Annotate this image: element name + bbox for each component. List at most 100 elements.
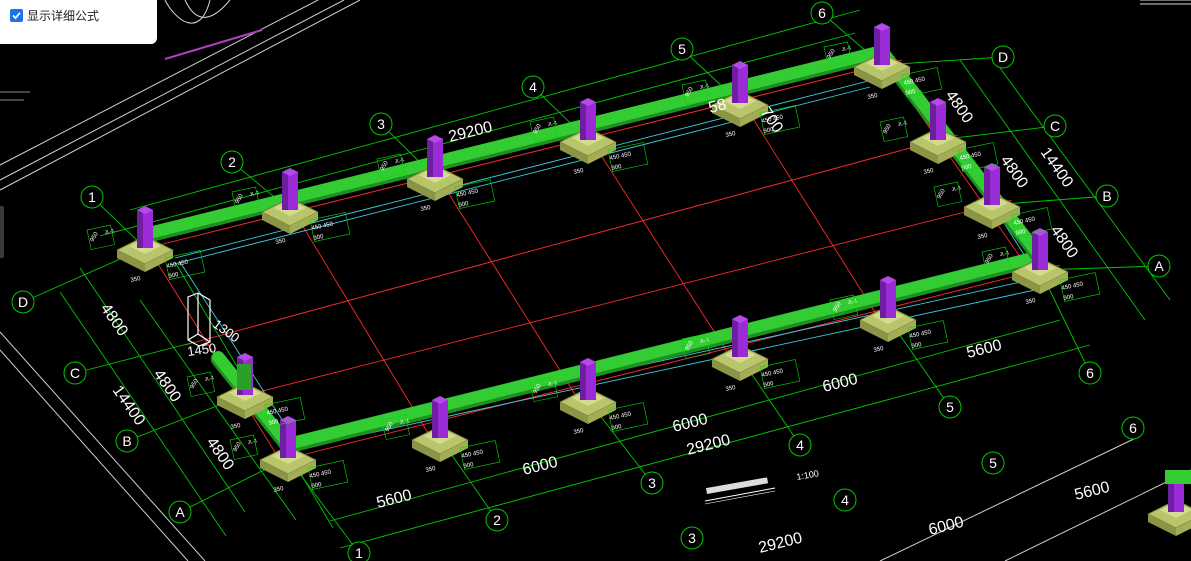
dim-cluster-A6-label-c: 350: [1025, 298, 1037, 306]
dim-cluster-B6-label-c: 350: [977, 233, 989, 241]
dim-cluster-D6-label-c: 350: [867, 93, 879, 101]
dim-cluster-D5-box: [759, 105, 801, 135]
axis-bubble-left-C: C: [63, 361, 87, 385]
footing-C6-column-side: [930, 102, 936, 140]
axis-bubble-bottom-5-text: 5: [946, 399, 954, 415]
footing-D6-left-face: [854, 67, 882, 89]
footing-D2-right-face: [290, 212, 318, 234]
dim-cluster-D4-label-a: 450 450: [609, 151, 632, 162]
footing-D1-column-cap: [137, 206, 153, 214]
row-span-right-3: 4800: [1047, 223, 1081, 262]
dim-cluster-D2-box: [309, 212, 351, 242]
grid-line-col-5: [739, 97, 889, 334]
footing-A2-column-side: [432, 400, 438, 438]
grid-line-row-B: [234, 199, 1013, 399]
scale-label: 1:100: [796, 468, 820, 482]
plan2-span-4-5: 6000: [927, 514, 966, 539]
dim-cluster-A3-side-box: [529, 376, 558, 402]
dimension-chain-side-2: [79, 267, 246, 513]
total-length-top: 29200: [447, 119, 494, 146]
dim-cluster-D2-tag: JL-1: [249, 190, 260, 198]
axis-bubble-right-B: B: [1095, 184, 1119, 208]
row-span-left-1: 4800: [97, 301, 131, 340]
axis-bubble-bottom-1-text: 1: [355, 545, 363, 561]
total-width-right: 14400: [1037, 145, 1077, 191]
footing-C6-column-cap: [930, 98, 946, 106]
dim-cluster-D2-side-box: [231, 186, 260, 212]
axis-bubble-left-B: B: [115, 429, 139, 453]
dim-cluster-D6-side-box: [823, 41, 852, 67]
axis-bubble-top-4-text: 4: [529, 79, 537, 95]
axis-bubble-plan2-5-text: 5: [989, 455, 997, 471]
beam-plan2-stub: [1165, 470, 1191, 484]
dimension-chain-side-3: [59, 291, 227, 537]
row-span-right-2: 4800: [997, 153, 1031, 192]
axis-bubble-plan2-3-circle: [680, 526, 704, 550]
dim-cluster-D1-tag: JL-1: [104, 228, 115, 236]
dim-cluster-A3-label-a: 450 450: [609, 411, 632, 422]
footing-plan2-corner-left-face: [1148, 514, 1176, 536]
axis-bubble-left-B-circle: [115, 429, 139, 453]
dim-cluster-D2-label-d: 950: [235, 193, 246, 205]
dim-cluster-A1-box: [307, 460, 349, 490]
axis-bubble-left-D-text: D: [18, 294, 28, 310]
checkbox-checked-icon[interactable]: [10, 8, 23, 22]
dim-cluster-A2-label-c: 350: [425, 466, 437, 474]
dim-cluster-A4-label-a: 450 450: [761, 368, 784, 379]
dim-cluster-A4-box: [759, 359, 801, 389]
top-sketch: [0, 0, 1191, 101]
axis-bubble-plan2-5: 5: [981, 451, 1005, 475]
dim-cluster-D1-label-a: 450 450: [166, 259, 189, 270]
dim-cluster-C6-label-c: 350: [923, 168, 935, 176]
dim-cluster-A3-label-c: 350: [573, 428, 585, 436]
footing-A4: [711, 315, 769, 381]
row-span-right-1: 4800: [942, 88, 976, 127]
dim-cluster-D6-label-d: 950: [827, 48, 838, 60]
dim-cluster-B6-side-box: [933, 181, 962, 207]
footing-A4-column-cap: [732, 315, 748, 323]
footing-D6-right-face: [882, 67, 910, 89]
footing-B1-column-cap: [237, 353, 253, 361]
footing-D2: [261, 168, 319, 234]
footing-A4-left-face: [712, 359, 740, 381]
footing-A2-column-cap: [432, 396, 448, 404]
axis-bubble-plan2-4-text: 4: [841, 492, 849, 508]
axis-bubble-bottom-2-circle: [485, 508, 509, 532]
axis-bubble-bottom-4-text: 4: [796, 437, 804, 453]
axis-bubble-left-B-text: B: [122, 433, 131, 449]
axis-bubble-top-4-circle: [521, 75, 545, 99]
axis-bubble-top-6-text: 6: [818, 5, 826, 21]
dim-cluster-D4-label-c: 350: [573, 168, 585, 176]
grid-line-row-A: [277, 264, 1061, 462]
axis-bubble-top-3: 3: [369, 112, 393, 136]
dim-cluster-D2-label-b: 900: [313, 234, 325, 242]
footing-D2-column-cap: [282, 168, 298, 176]
footing-plan2-corner-right-face: [1176, 520, 1191, 536]
axis-bubble-plan2-4-circle: [833, 488, 857, 512]
dim-cluster-A6-label-d: 950: [985, 253, 996, 265]
show-detailed-formula-checkbox[interactable]: 显示详细公式: [10, 6, 99, 24]
axis-bubble-plan2-4: 4: [833, 488, 857, 512]
footing-A2-left-face: [412, 440, 440, 462]
span-5-6: 5600: [965, 337, 1004, 362]
dim-cluster-A1-label-c: 350: [273, 486, 285, 494]
left-scroll-handle[interactable]: [0, 206, 4, 258]
footing-A5-column-cap: [880, 276, 896, 284]
dim-cluster-D3-label-a: 450 450: [456, 188, 479, 199]
footing-C6: [909, 98, 967, 164]
footing-D4-column-side: [580, 102, 586, 140]
dim-cluster-A1-label-a: 450 450: [309, 469, 332, 480]
footing-B6-column-cap: [984, 163, 1000, 171]
axis-bubble-bottom-1: 1: [347, 541, 371, 561]
dim-cluster-D5-label-c: 350: [725, 131, 737, 139]
footing-D6-column-cap: [874, 23, 890, 31]
dim-cluster-D1-label-c: 350: [130, 276, 142, 284]
dim-cluster-A2-tag: JL-1: [399, 418, 410, 426]
